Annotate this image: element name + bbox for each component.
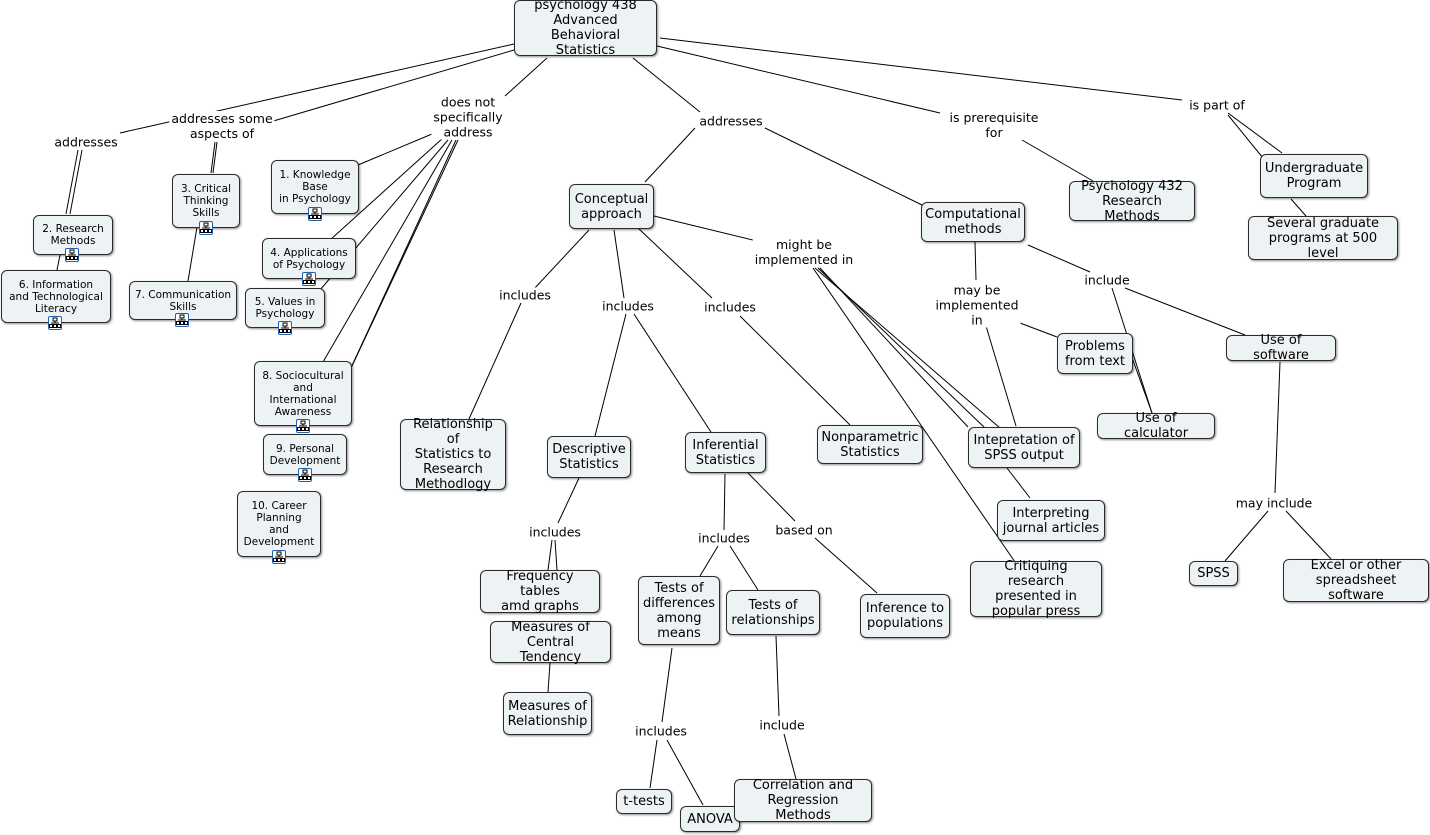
- link-part-of: is part of: [1187, 97, 1247, 113]
- measures-relationship-node: Measures of Relationship: [503, 692, 592, 735]
- concept-map-link-icon[interactable]: [296, 419, 310, 433]
- inference-populations-node: Inference to populations: [860, 594, 950, 638]
- critical-thinking-node: 3. Critical Thinking Skills: [172, 174, 240, 228]
- anova-node: ANOVA: [680, 806, 740, 832]
- course-title-node: psychology 438 Advanced Behavioral Stati…: [514, 0, 657, 58]
- descriptive-statistics-node: Descriptive Statistics: [547, 436, 631, 478]
- link-does-not-address: does not specifically address: [431, 94, 505, 140]
- link-addresses-some: addresses some aspects of: [169, 111, 275, 141]
- software-node: Use of software: [1226, 333, 1336, 363]
- link-includes-frequency: includes: [527, 524, 583, 540]
- calculator-node: Use of calculator: [1097, 411, 1215, 441]
- concept-map-link-icon[interactable]: [298, 468, 312, 482]
- concept-map-link-icon[interactable]: [48, 316, 62, 330]
- link-includes-nonparametric: includes: [702, 299, 758, 315]
- concept-map-link-icon[interactable]: [278, 321, 292, 335]
- concept-map-link-icon[interactable]: [308, 207, 322, 221]
- personal-development-node: 9. Personal Development: [263, 434, 347, 475]
- central-tendency-node: Measures of Central Tendency: [490, 620, 611, 665]
- link-includes-descriptive: includes: [600, 298, 656, 314]
- link-addresses-left: addresses: [52, 134, 120, 150]
- information-literacy-node: 6. Information and Technological Literac…: [1, 270, 111, 323]
- nonparametric-statistics-node: Nonparametric Statistics: [817, 425, 923, 464]
- graduate-programs-node: Several graduate programs at 500 level: [1248, 216, 1398, 261]
- journal-articles-node: Interpreting journal articles: [997, 500, 1105, 541]
- concept-map-link-icon[interactable]: [65, 248, 79, 262]
- problems-from-text-node: Problems from text: [1057, 333, 1133, 374]
- link-include-correlation: include: [757, 717, 807, 733]
- link-addresses-center: addresses: [697, 113, 765, 129]
- link-based-on: based on: [773, 522, 835, 538]
- inferential-statistics-node: Inferential Statistics: [685, 432, 766, 473]
- link-may-be-implemented: may be implemented in: [933, 282, 1021, 328]
- tests-relationships-node: Tests of relationships: [726, 590, 820, 635]
- link-includes-ttests: includes: [633, 723, 689, 739]
- tests-differences-node: Tests of differences among means: [638, 576, 720, 645]
- applications-node: 4. Applications of Psychology: [262, 238, 356, 279]
- relationship-statistics-node: Relationship of Statistics to Research M…: [400, 417, 506, 492]
- knowledge-base-node: 1. Knowledge Base in Psychology: [271, 160, 359, 214]
- spss-output-node: Intepretation of SPSS output: [968, 427, 1080, 468]
- concept-map-link-icon[interactable]: [302, 272, 316, 286]
- sociocultural-node: 8. Sociocultural and International Aware…: [254, 361, 352, 426]
- psychology-432-node: Psychology 432 Research Methods: [1069, 179, 1195, 224]
- link-includes-tests: includes: [696, 530, 752, 546]
- link-prerequisite: is prerequisite for: [947, 110, 1041, 140]
- t-tests-node: t-tests: [616, 789, 672, 814]
- correlation-regression-node: Correlation and Regression Methods: [734, 778, 872, 823]
- critiquing-research-node: Critiquing research presented in popular…: [970, 559, 1102, 619]
- link-may-include: may include: [1233, 495, 1315, 511]
- link-include-computational: include: [1082, 272, 1132, 288]
- concept-map-link-icon[interactable]: [272, 550, 286, 564]
- career-planning-node: 10. Career Planning and Development: [237, 491, 321, 557]
- link-might-be-implemented: might be implemented in: [752, 237, 856, 267]
- link-includes-relationship: includes: [497, 287, 553, 303]
- concept-map-link-icon[interactable]: [175, 313, 189, 327]
- computational-methods-node: Computational methods: [921, 202, 1025, 242]
- conceptual-approach-node: Conceptual approach: [569, 184, 654, 229]
- undergraduate-program-node: Undergraduate Program: [1260, 154, 1368, 198]
- concept-map-link-icon[interactable]: [199, 221, 213, 235]
- frequency-tables-node: Frequency tables amd graphs: [480, 569, 600, 614]
- excel-node: Excel or other spreadsheet software: [1283, 558, 1429, 603]
- spss-node: SPSS: [1189, 561, 1238, 586]
